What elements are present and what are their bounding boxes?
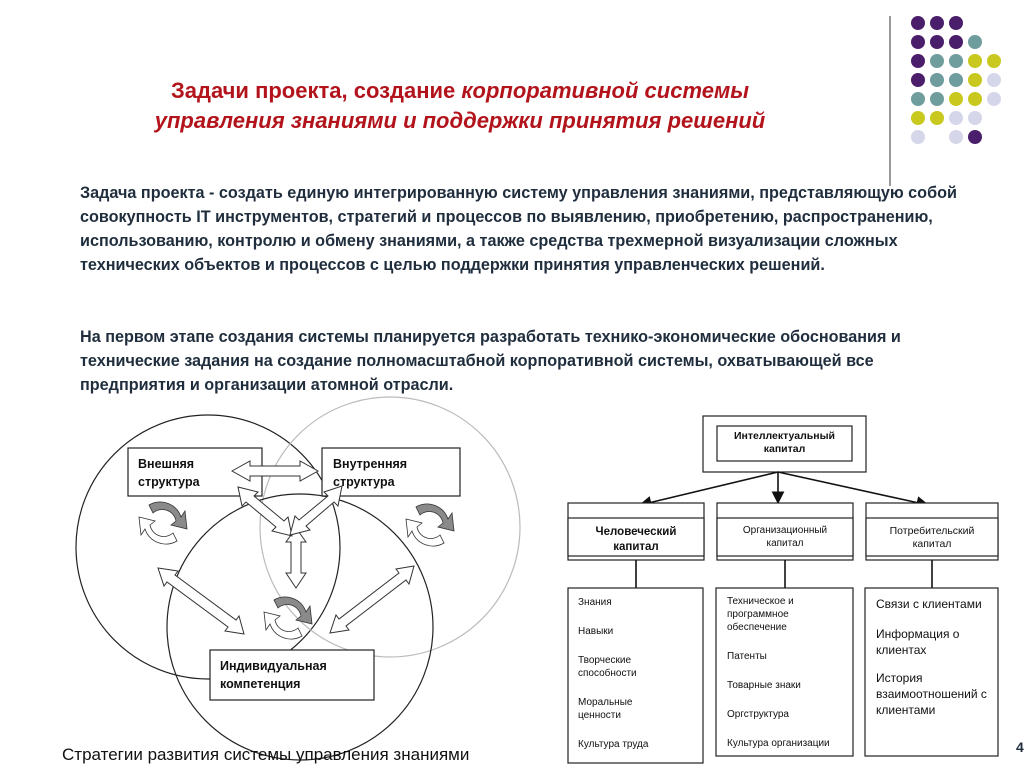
list-item: Патенты bbox=[727, 651, 767, 662]
decor-dot bbox=[949, 16, 963, 30]
decor-dot bbox=[968, 35, 982, 49]
venn-circle-external bbox=[75, 414, 341, 680]
arrow-ext-int bbox=[230, 460, 320, 482]
decor-dot bbox=[930, 92, 944, 106]
venn-circle-internal bbox=[259, 396, 521, 658]
list-item: Навыки bbox=[578, 626, 614, 637]
decor-dot bbox=[911, 54, 925, 68]
title-part2: корпоративной системы bbox=[461, 78, 750, 103]
org-consumer-list-box bbox=[864, 587, 999, 757]
decor-dot bbox=[911, 73, 925, 87]
title-part1: Задачи проекта, создание bbox=[170, 78, 462, 103]
decor-dot bbox=[930, 16, 944, 30]
decor-dot bbox=[930, 73, 944, 87]
decor-dot bbox=[968, 130, 982, 144]
org-consumer-inner bbox=[865, 517, 999, 557]
decor-dot bbox=[949, 92, 963, 106]
org-organizational-inner bbox=[716, 517, 854, 557]
decor-dot bbox=[968, 73, 982, 87]
list-item: Техническое и программное обеспечение bbox=[727, 596, 794, 633]
list-item: Связи с клиентами bbox=[876, 597, 982, 611]
list-item: Товарные знаки bbox=[727, 680, 801, 691]
decor-dot bbox=[930, 111, 944, 125]
org-human-inner bbox=[567, 517, 705, 557]
list-item: Знания bbox=[578, 597, 612, 608]
decor-dot bbox=[949, 54, 963, 68]
decor-dot bbox=[911, 130, 925, 144]
page-number: 4 bbox=[1016, 739, 1024, 755]
decor-dot bbox=[930, 54, 944, 68]
venn-circle-individual bbox=[166, 493, 434, 761]
list-human: Знания Навыки Творческие способности Мор… bbox=[578, 596, 698, 751]
title-line2: управления знаниями и поддержки принятия… bbox=[154, 108, 766, 133]
slide-title: Задачи проекта, создание корпоративной с… bbox=[60, 76, 860, 136]
arrow-left-diagonal bbox=[157, 567, 245, 635]
decor-dot bbox=[968, 92, 982, 106]
arrow-right-diagonal bbox=[329, 565, 415, 634]
decor-dot bbox=[968, 54, 982, 68]
box-internal bbox=[321, 447, 461, 497]
cycle-icon-bottom bbox=[263, 596, 313, 640]
decor-dot bbox=[987, 54, 1001, 68]
list-item: История взаимоотношений с клиентами bbox=[876, 671, 987, 717]
org-organizational-list-box bbox=[715, 587, 854, 757]
arrow-root-consumer bbox=[777, 471, 930, 509]
decor-dot bbox=[987, 92, 1001, 106]
decor-dot bbox=[930, 35, 944, 49]
list-item: Оргструктура bbox=[727, 709, 789, 720]
decor-dot bbox=[949, 35, 963, 49]
arrow-root-human bbox=[638, 471, 779, 509]
footer-text: Стратегии развития системы управления зн… bbox=[62, 745, 470, 764]
decor-dot bbox=[949, 111, 963, 125]
paragraph-goal: Задача проекта - создать единую интегрир… bbox=[80, 184, 957, 274]
arrow-center-vertical bbox=[285, 527, 307, 589]
cycle-icon-right bbox=[405, 503, 455, 547]
cycle-icon-left bbox=[138, 501, 188, 545]
list-item: Творческие способности bbox=[578, 655, 637, 679]
decor-vertical-line bbox=[889, 16, 891, 186]
decor-dot bbox=[911, 111, 925, 125]
decor-dot bbox=[968, 111, 982, 125]
list-item: Моральные ценности bbox=[578, 697, 633, 721]
list-item: Культура труда bbox=[578, 739, 649, 750]
list-item: Культура организации bbox=[727, 738, 830, 749]
list-consumer: Связи с клиентами Информация о клиентах … bbox=[876, 596, 994, 718]
decor-dot bbox=[911, 92, 925, 106]
arrow-ext-center bbox=[237, 486, 293, 537]
decor-dot bbox=[949, 130, 963, 144]
org-root-inner bbox=[716, 425, 853, 462]
decor-dot bbox=[987, 73, 1001, 87]
decor-dot bbox=[949, 73, 963, 87]
list-item: Информация о клиентах bbox=[876, 627, 960, 657]
decor-dot-grid bbox=[911, 16, 1001, 144]
paragraph-first-stage: На первом этапе создания системы планиру… bbox=[80, 328, 901, 394]
org-human-list-box bbox=[567, 587, 704, 764]
list-organizational: Техническое и программное обеспечение Па… bbox=[727, 595, 849, 750]
decor-dot bbox=[911, 16, 925, 30]
decor-dot bbox=[911, 35, 925, 49]
box-individual bbox=[209, 649, 375, 701]
arrow-int-center bbox=[289, 485, 343, 536]
